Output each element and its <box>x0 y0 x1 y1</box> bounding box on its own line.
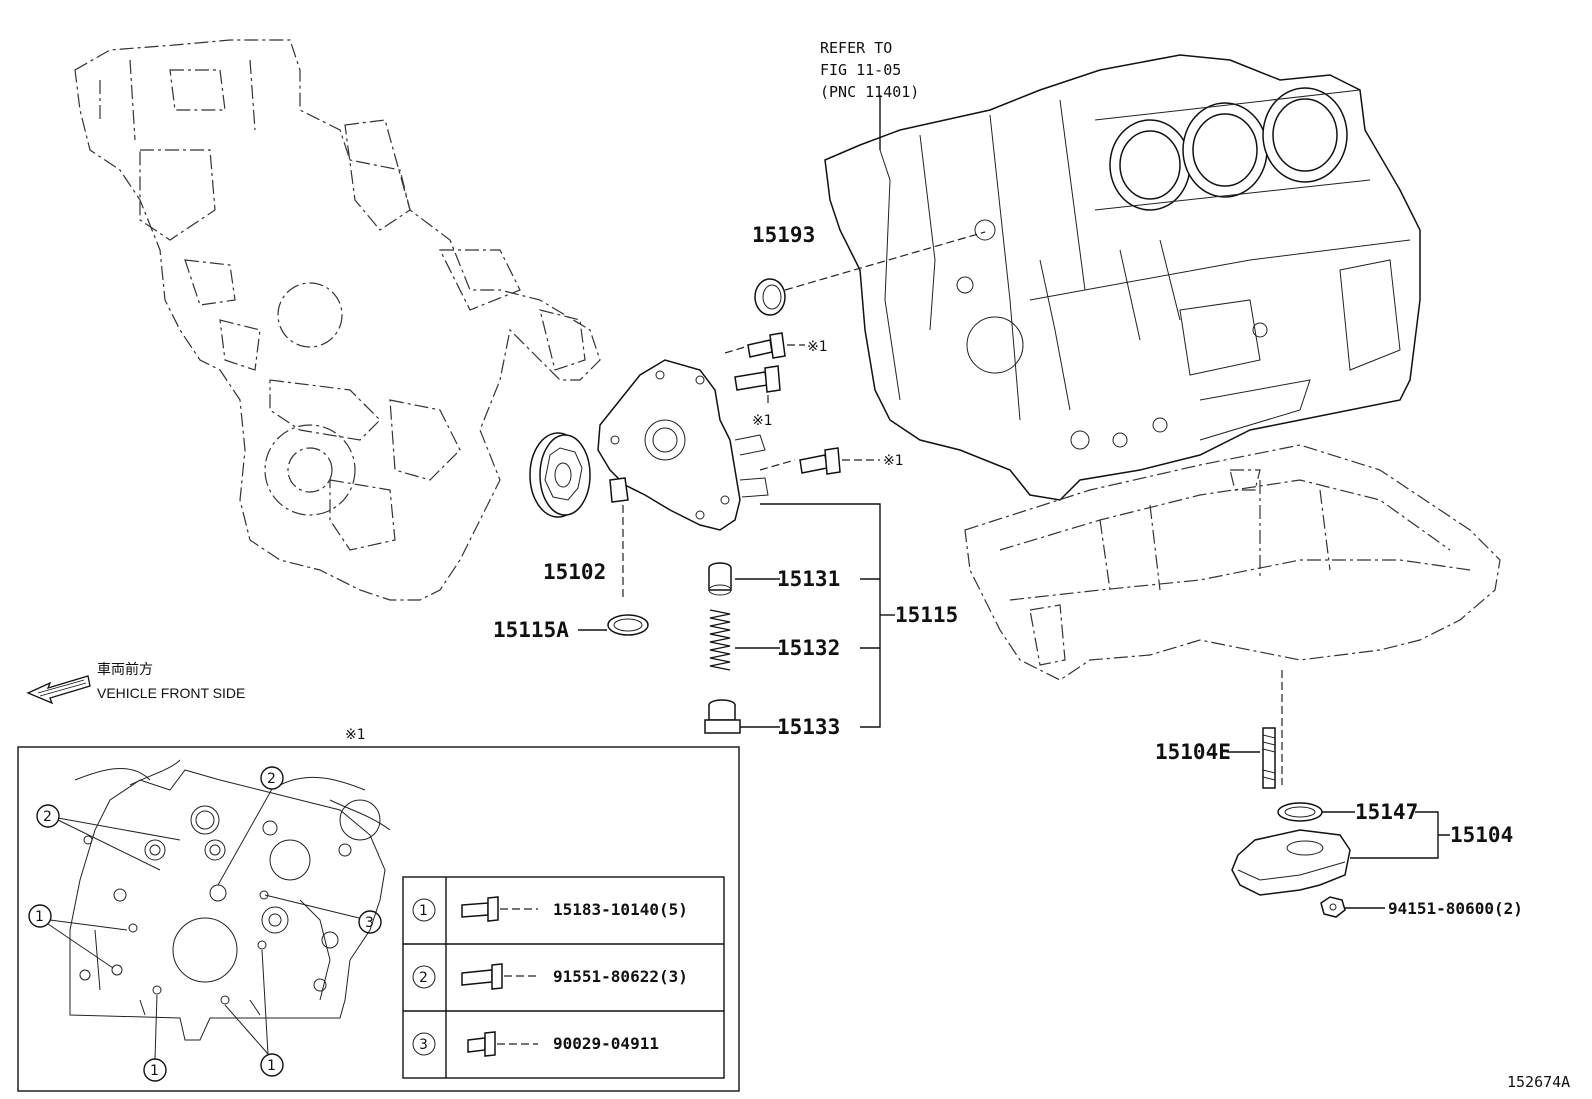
relief-valve-15131 <box>708 562 732 596</box>
o-ring-15115A <box>607 614 649 636</box>
detail-callouts <box>28 766 382 1082</box>
centerline-bolt1 <box>724 346 746 354</box>
bolt-3 <box>799 447 880 475</box>
bolt-table <box>402 876 725 1079</box>
bolt-table-row-1: 1 15183-10140(5) <box>412 896 688 922</box>
detail-callout-3: 3 <box>365 915 374 931</box>
detail-box <box>17 746 740 1092</box>
label-15115A: 15115A <box>493 618 569 642</box>
leader-lines <box>578 95 1450 909</box>
bolt-table-part-3: 90029-04911 <box>553 1034 659 1053</box>
oil-pump-rotor <box>529 432 591 518</box>
label-15115: 15115 <box>895 603 958 627</box>
bolt-table-num-1: 1 <box>419 903 428 919</box>
bolt-2 <box>734 365 781 405</box>
label-15132: 15132 <box>777 636 840 660</box>
relief-plug-15133 <box>704 699 741 734</box>
legend-english: VEHICLE FRONT SIDE <box>97 685 245 701</box>
bolt-table-row-2: 2 91551-80622(3) <box>412 963 688 990</box>
refer-line-2: FIG 11-05 <box>820 61 901 79</box>
label-15104: 15104 <box>1450 823 1513 847</box>
star-mark-3: ※1 <box>883 453 904 469</box>
label-15131: 15131 <box>777 567 840 591</box>
oil-pump-body <box>597 359 769 531</box>
oil-pan-phantom <box>964 444 1501 681</box>
cylinder-block <box>824 54 1421 501</box>
stud-15104E <box>1262 727 1276 789</box>
label-15104E: 15104E <box>1155 740 1231 764</box>
star-mark-1: ※1 <box>807 339 828 355</box>
refer-line-1: REFER TO <box>820 39 892 57</box>
relief-spring-15132 <box>709 609 731 671</box>
label-15133: 15133 <box>777 715 840 739</box>
bolt-table-part-2: 91551-80622(3) <box>553 967 688 986</box>
label-15102: 15102 <box>543 560 606 584</box>
detail-callout-2-top: 2 <box>267 771 276 787</box>
refer-line-3: (PNC 11401) <box>820 83 919 101</box>
nut-94151 <box>1320 896 1346 918</box>
bolt-table-num-3: 3 <box>419 1037 428 1053</box>
timing-cover-phantom <box>74 39 601 601</box>
centerline-15193 <box>784 231 986 291</box>
bolt-table-part-1: 15183-10140(5) <box>553 900 688 919</box>
detail-callout-1-right: 1 <box>267 1058 276 1074</box>
detail-cover-drawing <box>69 759 391 1041</box>
label-15193: 15193 <box>752 223 815 247</box>
bolt-table-row-3: 3 90029-04911 <box>412 1031 659 1057</box>
detail-callout-2-left: 2 <box>43 809 52 825</box>
star-mark-2: ※1 <box>752 413 773 429</box>
label-94151: 94151-80600(2) <box>1388 899 1523 918</box>
detail-callout-1-bottom: 1 <box>150 1063 159 1079</box>
detail-callout-1-left: 1 <box>35 909 44 925</box>
label-15147: 15147 <box>1355 800 1418 824</box>
detail-mark: ※1 <box>345 727 366 743</box>
o-ring-15115A-inner <box>613 618 643 632</box>
bolt-table-num-2: 2 <box>419 970 428 986</box>
oil-strainer-15104 <box>1231 829 1351 896</box>
centerline-bolt3 <box>759 459 796 471</box>
legend-japanese: 車両前方 <box>97 661 153 677</box>
oil-seal-15193 <box>754 278 786 316</box>
vehicle-front-arrow-icon <box>26 675 91 705</box>
gasket-15147-inner <box>1284 806 1316 818</box>
figure-id: 152674A <box>1507 1073 1570 1091</box>
bolt-1 <box>747 332 805 359</box>
